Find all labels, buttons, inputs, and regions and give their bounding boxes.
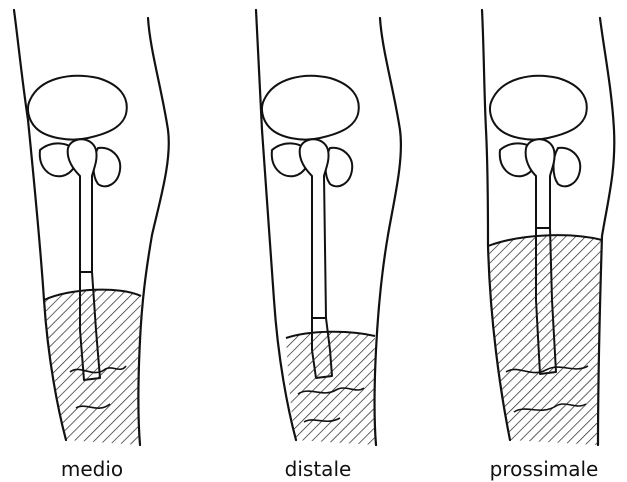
panel-prossimale: prossimale [482, 10, 614, 481]
amputated-zone [488, 235, 602, 445]
panel-label-medio: medio [61, 457, 123, 481]
amputated-zone [286, 332, 376, 445]
panel-label-distale: distale [285, 457, 352, 481]
amputated-zone [44, 290, 141, 445]
panel-distale: distale [256, 10, 401, 481]
panel-label-prossimale: prossimale [490, 457, 599, 481]
panel-medio: medio [14, 10, 169, 481]
